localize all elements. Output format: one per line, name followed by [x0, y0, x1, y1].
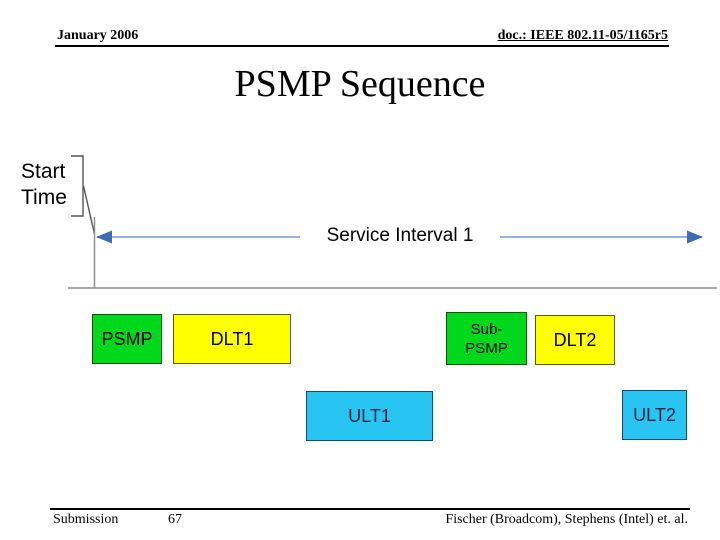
header-rule [55, 45, 669, 47]
footer-authors: Fischer (Broadcom), Stephens (Intel) et.… [445, 512, 688, 527]
box-psmp: PSMP [92, 314, 162, 364]
box-ult1: ULT1 [306, 391, 433, 441]
service-interval-arrowhead-left-icon [96, 230, 112, 244]
box-dlt2: DLT2 [535, 315, 615, 365]
header-doc-number: doc.: IEEE 802.11-05/1165r5 [497, 28, 668, 43]
box-sub-psmp: Sub- PSMP [446, 312, 527, 365]
footer-rule [50, 508, 690, 510]
header-date: January 2006 [57, 28, 139, 43]
footer-page-number: 67 [168, 512, 182, 527]
service-interval-label: Service Interval 1 [300, 225, 500, 247]
slide-title: PSMP Sequence [234, 63, 486, 105]
footer-submission-label: Submission [53, 512, 119, 527]
service-interval-arrowhead-right-icon [687, 230, 703, 244]
start-time-label: Start Time [21, 160, 67, 209]
box-dlt1: DLT1 [173, 314, 291, 364]
box-ult2: ULT2 [622, 390, 687, 440]
